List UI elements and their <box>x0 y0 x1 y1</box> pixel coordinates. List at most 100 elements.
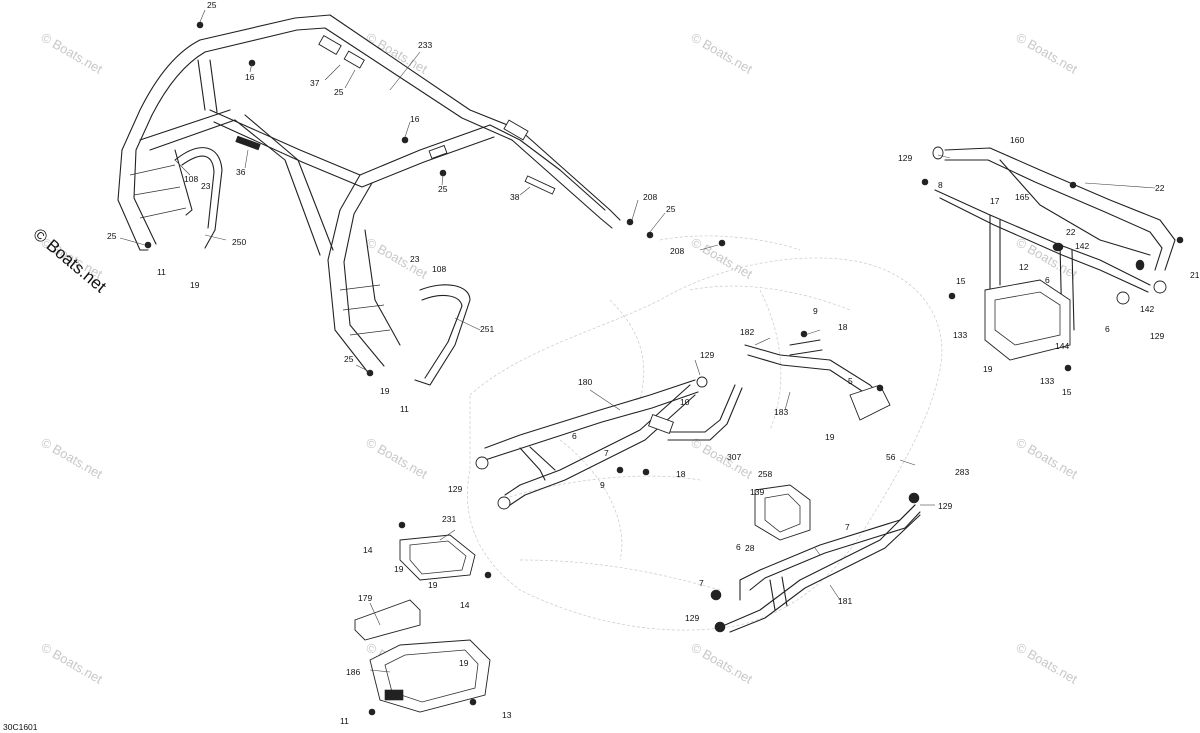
callout-label: 19 <box>983 364 993 374</box>
callout-label: 22 <box>1155 183 1165 193</box>
callout-label: 25 <box>207 0 217 10</box>
watermark: © Boats.net <box>689 435 756 482</box>
bolt-icon <box>398 521 406 529</box>
watermark: © Boats.net <box>364 435 431 482</box>
callout-label: 7 <box>699 578 704 588</box>
callout-label: 25 <box>666 204 676 214</box>
watermark-layer: © Boats.net © Boats.net © Boats.net © Bo… <box>39 30 1081 687</box>
callout-label: 208 <box>670 246 684 256</box>
bolt-icon <box>646 231 654 239</box>
bracket-231 <box>399 534 476 581</box>
watermark: © Boats.net <box>1014 640 1081 687</box>
front-bumper-assembly <box>921 146 1184 372</box>
callout-label: 231 <box>442 514 456 524</box>
end-cap-129 <box>710 589 722 601</box>
callout-label: 23 <box>201 181 211 191</box>
bolt-icon <box>921 178 929 186</box>
roll-cage-frame <box>117 14 726 377</box>
watermark: © Boats.net <box>364 30 431 77</box>
watermark: © Boats.net <box>39 435 106 482</box>
watermark: © Boats.net <box>689 640 756 687</box>
bolt-icon <box>1069 181 1077 189</box>
callout-label: 6 <box>736 542 741 552</box>
bracket-258 <box>754 484 811 541</box>
watermark: © Boats.net <box>39 640 106 687</box>
rear-frame-assembly <box>710 484 921 633</box>
callout-labels: 25 16 37 25 233 16 36 108 23 25 38 208 2… <box>107 0 1200 726</box>
callout-label: 183 <box>774 407 788 417</box>
callout-label: 7 <box>604 448 609 458</box>
callout-label: 6 <box>1105 324 1110 334</box>
strap-38 <box>524 175 556 195</box>
callout-label: 19 <box>190 280 200 290</box>
winch-plate-144 <box>984 279 1071 361</box>
callout-label: 25 <box>344 354 354 364</box>
copyright-text: © Boats.net <box>29 225 110 297</box>
callout-label: 17 <box>990 196 1000 206</box>
bolt-icon <box>368 708 376 716</box>
callout-label: 5 <box>848 376 853 386</box>
bracket-56 <box>849 384 891 421</box>
callout-label: 142 <box>1140 304 1154 314</box>
bolt-icon <box>626 218 634 226</box>
callout-label: 129 <box>1150 331 1164 341</box>
watermark: © Boats.net <box>39 30 106 77</box>
callout-label: 19 <box>825 432 835 442</box>
callout-label: 129 <box>938 501 952 511</box>
callout-label: 18 <box>676 469 686 479</box>
callout-label: 25 <box>438 184 448 194</box>
callout-label: 182 <box>740 327 754 337</box>
callout-label: 6 <box>1045 275 1050 285</box>
callout-label: 283 <box>955 467 969 477</box>
watermark: © Boats.net <box>1014 435 1081 482</box>
receiver-hitch <box>384 689 404 701</box>
bolt-icon <box>469 698 477 706</box>
bracket-10 <box>648 414 674 434</box>
callout-label: 11 <box>340 716 349 726</box>
callout-label: 6 <box>572 431 577 441</box>
callout-label: 108 <box>432 264 446 274</box>
callout-label: 13 <box>502 710 512 720</box>
bolt-icon <box>144 241 152 249</box>
watermark: © Boats.net <box>1014 30 1081 77</box>
callout-label: 15 <box>1062 387 1072 397</box>
watermark: © Boats.net <box>689 30 756 77</box>
callout-label: 108 <box>184 174 198 184</box>
watermark: © Boats.net <box>364 235 431 282</box>
strap-36 <box>235 135 261 151</box>
bolt-icon <box>642 468 650 476</box>
callout-label: 19 <box>380 386 390 396</box>
callout-label: 133 <box>1040 376 1054 386</box>
callout-label: 233 <box>418 40 432 50</box>
callout-label: 16 <box>245 72 255 82</box>
callout-label: 129 <box>685 613 699 623</box>
bolt-icon <box>800 330 808 338</box>
callout-label: 19 <box>394 564 404 574</box>
end-cap-129 <box>696 376 708 388</box>
callout-label: 7 <box>845 522 850 532</box>
end-cap-129 <box>1116 291 1130 305</box>
callout-label: 258 <box>758 469 772 479</box>
bumper-pad-142 <box>1135 259 1145 271</box>
callout-label: 251 <box>480 324 494 334</box>
callout-label: 25 <box>334 87 344 97</box>
callout-label: 9 <box>600 480 605 490</box>
roof-bracket <box>428 144 448 160</box>
callout-label: 19 <box>428 580 438 590</box>
callout-label: 56 <box>886 452 896 462</box>
bolt-icon <box>196 21 204 29</box>
callout-label: 16 <box>410 114 420 124</box>
bolt-icon <box>1064 364 1072 372</box>
bolt-icon <box>1176 236 1184 244</box>
callout-label: 10 <box>680 397 690 407</box>
callout-label: 307 <box>727 452 741 462</box>
callout-label: 129 <box>448 484 462 494</box>
callout-label: 38 <box>510 192 520 202</box>
callout-label: 22 <box>1066 227 1076 237</box>
callout-label: 180 <box>578 377 592 387</box>
bolt-icon <box>876 384 884 392</box>
callout-label: 250 <box>232 237 246 247</box>
bumper-pad-142 <box>1052 242 1064 252</box>
callout-label: 19 <box>459 658 469 668</box>
